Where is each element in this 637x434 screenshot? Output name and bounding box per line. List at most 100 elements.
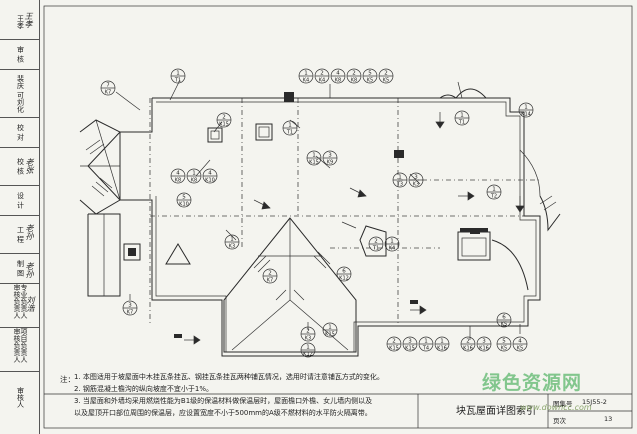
- chimney-box-2: [255, 123, 273, 141]
- callout-number: 1: [390, 239, 394, 245]
- signature-5: 刘浩: [26, 296, 35, 312]
- title-row-design: 设 计: [0, 186, 40, 216]
- callout-number: 2: [384, 71, 388, 77]
- callout-ref: K15: [325, 332, 335, 338]
- callout-ref: K8: [191, 178, 197, 184]
- callout-number: 2: [306, 329, 310, 335]
- title-row-reviewers: 裴庆 可刘化: [0, 70, 40, 118]
- callout-ref: K3: [229, 244, 235, 250]
- callout-ref: K14: [521, 112, 531, 118]
- detail-callout-k9: 3K9: [322, 150, 338, 166]
- callout-number: 1: [192, 171, 196, 177]
- downspout-4: [410, 300, 418, 304]
- signature-2: 老张: [25, 158, 34, 174]
- gutter-curve-1: [455, 88, 487, 99]
- callout-number: 1: [304, 71, 308, 77]
- detail-callout-k5: 2K5: [378, 68, 394, 84]
- note-line-2: 2. 钢筋混凝土檐沟的纵向坡度不宜小于1%。: [74, 385, 214, 393]
- callout-ref: K3: [305, 336, 311, 342]
- callout-ref: K8: [175, 178, 181, 184]
- detail-callout-t3: 1T3: [392, 172, 408, 188]
- signature-1: 王孝: [24, 12, 33, 28]
- callout-number: 5: [182, 195, 186, 201]
- detail-callout-t1: 2T1: [368, 236, 384, 252]
- sheet-title: 块瓦屋面详图索引: [456, 406, 536, 417]
- callout-number: 1: [492, 187, 496, 193]
- detail-callout-k7: 7K7: [100, 80, 116, 96]
- callout-ref: K4: [389, 246, 395, 252]
- signature-3: 老孙: [25, 224, 34, 240]
- atlas-label: 图集号: [553, 400, 573, 408]
- downspout-5: [470, 230, 480, 234]
- detail-callout-k7: 3K7: [122, 300, 138, 316]
- callout-ref: K9: [327, 160, 333, 166]
- atlas-number: 15J55-2: [582, 398, 607, 406]
- detail-callout-k3: 1K3: [224, 234, 240, 250]
- callout-ref: K7: [127, 310, 133, 316]
- callout-ref: K7: [105, 90, 111, 96]
- vent-box-core: [128, 248, 136, 256]
- flow-arrows: [184, 112, 525, 345]
- central-valley-b: [289, 299, 349, 351]
- callout-number: 4: [336, 71, 340, 77]
- callout-ref: K3: [413, 182, 419, 188]
- page-number: 13: [604, 415, 613, 423]
- watermark-text: 绿色资源网: [482, 372, 583, 394]
- vent-box: [123, 243, 141, 261]
- callout-number: 5: [368, 71, 372, 77]
- callout-ref: T1: [174, 78, 181, 84]
- callout-leaders: [115, 79, 521, 340]
- callout-ref: T1: [458, 120, 465, 126]
- detail-callout-t4: 1T4: [418, 336, 434, 352]
- callout-number: 1: [288, 123, 292, 129]
- hatched-hip-ends: [85, 139, 557, 301]
- detail-callout-k5: 5K5: [362, 68, 378, 84]
- hip-ridge-a: [95, 119, 121, 201]
- detail-callout-t1: 1T1: [454, 110, 470, 126]
- callout-ref: K15: [309, 160, 319, 166]
- callout-number: 6: [502, 315, 506, 321]
- callout-number: 6: [342, 269, 346, 275]
- watermark-url: www.downcc.com: [520, 403, 592, 412]
- title-row-approver: 审核人: [16, 386, 25, 408]
- title-block: 王孝 审 核 裴庆 可刘化 校 对 校 核 设 计 工 程 制 图 专业负责人 …: [0, 0, 40, 434]
- callout-number: 1: [424, 339, 428, 345]
- callout-ref: K16: [479, 346, 489, 352]
- callout-number: 2: [222, 115, 226, 121]
- callout-ref: K12: [339, 276, 349, 282]
- callout-ref: T3: [396, 182, 403, 188]
- callout-ref: K10: [205, 178, 215, 184]
- title-row-verify: 校 核: [0, 148, 40, 186]
- left-wing: [87, 213, 121, 297]
- callout-number: 3: [128, 303, 132, 309]
- page-label: 页次: [553, 417, 566, 425]
- callout-ref: K7: [267, 278, 273, 284]
- dormer-left: [165, 243, 191, 265]
- central-hip-roof: [223, 217, 357, 353]
- title-row-engineering: 工 程: [0, 216, 40, 254]
- callout-number: 2: [320, 71, 324, 77]
- detail-callout-k8: 2K8: [346, 68, 362, 84]
- callout-number: 2: [392, 339, 396, 345]
- callout-ref: T1: [286, 130, 293, 136]
- callout-number: 2: [466, 339, 470, 345]
- detail-callout-k4: 1K4: [384, 236, 400, 252]
- title-row-check: 校 对: [0, 118, 40, 148]
- sheet-frame: [43, 5, 633, 429]
- skylight-glass: [461, 237, 487, 257]
- callout-number: 2: [268, 271, 272, 277]
- callout-ref: K4: [319, 78, 325, 84]
- detail-callout-t1: 1T1: [170, 68, 186, 84]
- callout-ref: K5: [517, 346, 523, 352]
